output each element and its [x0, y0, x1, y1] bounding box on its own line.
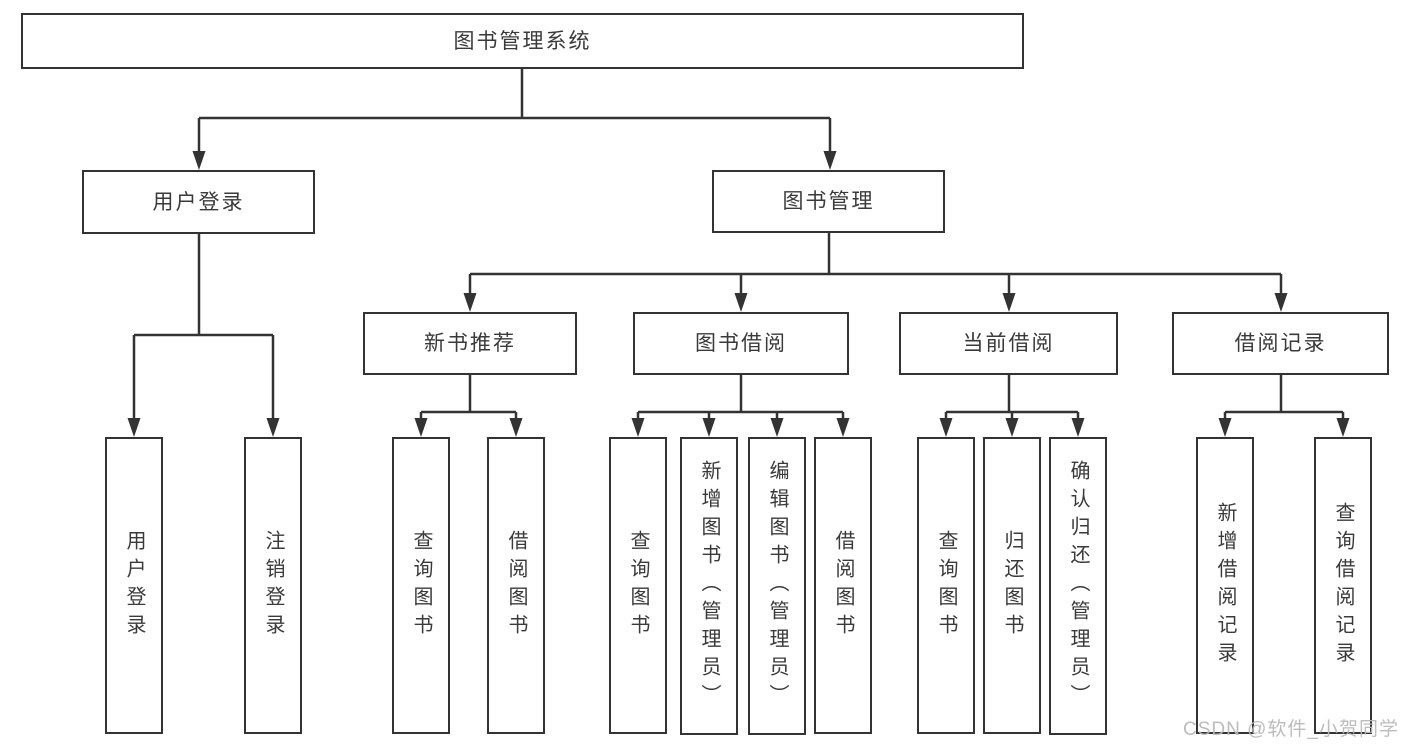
leaf-return-book: 归还图书 — [983, 437, 1041, 734]
leaf-edit-book-admin: 编辑图书（管理员） — [748, 437, 806, 735]
node-new-book-recommend: 新书推荐 — [363, 312, 577, 375]
node-user-login: 用户登录 — [82, 170, 315, 234]
node-borrowing-records: 借阅记录 — [1172, 312, 1389, 375]
leaf-query-book-current: 查询图书 — [917, 437, 975, 734]
node-current-borrowing: 当前借阅 — [899, 312, 1118, 375]
leaf-add-borrow-record: 新增借阅记录 — [1196, 437, 1254, 734]
node-library-system: 图书管理系统 — [21, 13, 1024, 69]
node-book-borrowing: 图书借阅 — [633, 312, 849, 375]
node-book-management: 图书管理 — [712, 170, 945, 233]
leaf-query-borrow-record: 查询借阅记录 — [1314, 437, 1372, 734]
leaf-logout: 注销登录 — [244, 437, 302, 734]
csdn-watermark: CSDN @软件_小贺同学 — [1183, 719, 1399, 740]
leaf-confirm-return-admin: 确认归还（管理员） — [1049, 437, 1107, 735]
leaf-query-book-recommend: 查询图书 — [392, 437, 450, 734]
leaf-query-book-borrow: 查询图书 — [609, 437, 667, 734]
leaf-borrow-book: 借阅图书 — [814, 437, 872, 734]
leaf-add-book-admin: 新增图书（管理员） — [680, 437, 738, 735]
leaf-user-login: 用户登录 — [105, 437, 163, 734]
leaf-borrow-book-recommend: 借阅图书 — [487, 437, 545, 734]
